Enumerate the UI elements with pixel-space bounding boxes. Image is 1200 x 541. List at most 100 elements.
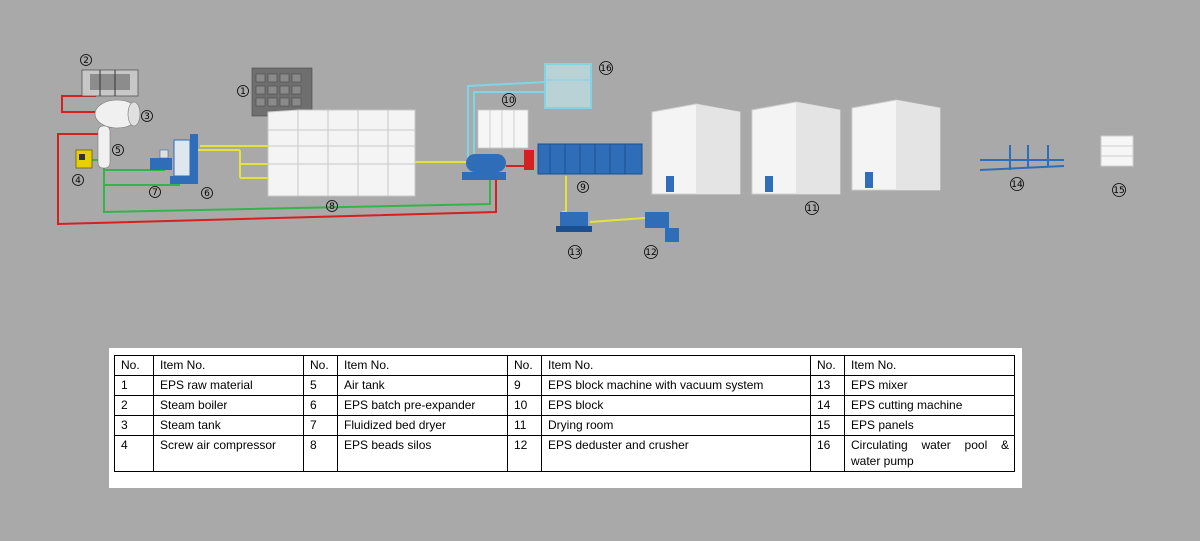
- header-item: Item No.: [844, 355, 1015, 376]
- header-item: Item No.: [153, 355, 304, 376]
- callout-3: 3: [141, 110, 153, 122]
- header-no: No.: [303, 355, 338, 376]
- vacuum-tank: [462, 154, 506, 180]
- item-name: EPS beads silos: [337, 435, 508, 472]
- header-item: Item No.: [541, 355, 811, 376]
- callout-7: 7: [149, 186, 161, 198]
- item-number: 11: [507, 415, 542, 436]
- legend-table: No. Item No. No. Item No. No. Item No. N…: [114, 355, 1015, 472]
- item-number: 7: [303, 415, 338, 436]
- header-no: No.: [810, 355, 845, 376]
- callout-6: 6: [201, 187, 213, 199]
- callout-2: 2: [80, 54, 92, 66]
- item-number: 4: [114, 435, 154, 472]
- water-pipeline: [467, 81, 547, 160]
- eps-block-machine: [524, 143, 643, 175]
- item-number: 14: [810, 395, 845, 416]
- item-number: 2: [114, 395, 154, 416]
- eps-raw-material-stack: [251, 67, 313, 117]
- item-name: EPS block machine with vacuum system: [541, 375, 811, 396]
- eps-cutting-machine: [979, 145, 1065, 171]
- legend-row: 1 EPS raw material 5 Air tank 9 EPS bloc…: [114, 375, 1015, 396]
- item-name-line2: water pump: [851, 454, 914, 468]
- legend-row: 3 Steam tank 7 Fluidized bed dryer 11 Dr…: [114, 415, 1015, 436]
- svg-text:15: 15: [1113, 186, 1124, 196]
- callout-14: 14: [1010, 177, 1024, 191]
- callout-9: 9: [577, 181, 589, 193]
- svg-text:4: 4: [75, 176, 81, 186]
- legend-panel: No. Item No. No. Item No. No. Item No. N…: [109, 348, 1022, 488]
- legend-header-row: No. Item No. No. Item No. No. Item No. N…: [114, 355, 1015, 376]
- item-number: 5: [303, 375, 338, 396]
- screw-air-compressor: [75, 149, 93, 169]
- callout-8: 8: [326, 200, 338, 212]
- header-no: No.: [114, 355, 154, 376]
- svg-text:3: 3: [144, 112, 150, 122]
- item-name: Screw air compressor: [153, 435, 304, 472]
- item-number: 6: [303, 395, 338, 416]
- eps-block: [477, 109, 529, 149]
- eps-beads-silos: [267, 109, 416, 197]
- item-number: 13: [810, 375, 845, 396]
- item-name: EPS batch pre-expander: [337, 395, 508, 416]
- callout-16: 16: [599, 61, 613, 75]
- air-tank: [97, 125, 111, 169]
- svg-text:11: 11: [806, 204, 817, 214]
- item-name: EPS cutting machine: [844, 395, 1015, 416]
- item-name: EPS deduster and crusher: [541, 435, 811, 472]
- item-name: EPS raw material: [153, 375, 304, 396]
- callout-11: 11: [805, 201, 819, 215]
- eps-panels: [1100, 135, 1134, 167]
- eps-deduster-crusher: [645, 212, 679, 242]
- callout-15: 15: [1112, 183, 1126, 197]
- legend-row: 4 Screw air compressor 8 EPS beads silos…: [114, 435, 1015, 472]
- drying-rooms: [651, 99, 941, 195]
- steam-tank: [94, 99, 141, 129]
- callout-10: 10: [502, 93, 516, 107]
- svg-text:1: 1: [240, 87, 246, 97]
- eps-batch-pre-expander: [170, 134, 198, 184]
- svg-text:8: 8: [329, 202, 335, 212]
- production-line-diagram: 1 2 3 4 5 6 7 8 9 10 11 12 13 14 15 16: [57, 54, 1134, 259]
- item-name: EPS block: [541, 395, 811, 416]
- svg-text:5: 5: [115, 146, 121, 156]
- item-name: Steam tank: [153, 415, 304, 436]
- callout-12: 12: [644, 245, 658, 259]
- callout-13: 13: [568, 245, 582, 259]
- item-name: Fluidized bed dryer: [337, 415, 508, 436]
- callout-4: 4: [72, 174, 84, 186]
- circulating-water-pool: [544, 63, 592, 109]
- svg-text:7: 7: [152, 188, 158, 198]
- callout-1: 1: [237, 85, 249, 97]
- item-name: EPS panels: [844, 415, 1015, 436]
- header-no: No.: [507, 355, 542, 376]
- svg-text:10: 10: [503, 96, 515, 106]
- item-number: 1: [114, 375, 154, 396]
- svg-text:12: 12: [645, 248, 656, 258]
- svg-text:2: 2: [83, 56, 89, 66]
- svg-text:13: 13: [569, 248, 580, 258]
- legend-row: 2 Steam boiler 6 EPS batch pre-expander …: [114, 395, 1015, 416]
- header-item: Item No.: [337, 355, 508, 376]
- item-name: EPS mixer: [844, 375, 1015, 396]
- svg-text:6: 6: [204, 189, 210, 199]
- item-number: 15: [810, 415, 845, 436]
- item-name: Air tank: [337, 375, 508, 396]
- item-name-line1: Circulating water pool &: [851, 438, 1009, 452]
- steam-boiler: [81, 69, 139, 97]
- item-name: Drying room: [541, 415, 811, 436]
- item-number: 3: [114, 415, 154, 436]
- svg-text:16: 16: [600, 64, 612, 74]
- svg-text:9: 9: [580, 183, 586, 193]
- eps-mixer: [556, 212, 592, 232]
- item-name: Steam boiler: [153, 395, 304, 416]
- item-name-multiline: Circulating water pool & water pump: [844, 435, 1015, 472]
- callout-5: 5: [112, 144, 124, 156]
- svg-text:14: 14: [1011, 180, 1023, 190]
- fluidized-bed-dryer: [150, 149, 172, 170]
- item-number: 10: [507, 395, 542, 416]
- item-number: 16: [810, 435, 845, 472]
- item-number: 8: [303, 435, 338, 472]
- item-number: 9: [507, 375, 542, 396]
- item-number: 12: [507, 435, 542, 472]
